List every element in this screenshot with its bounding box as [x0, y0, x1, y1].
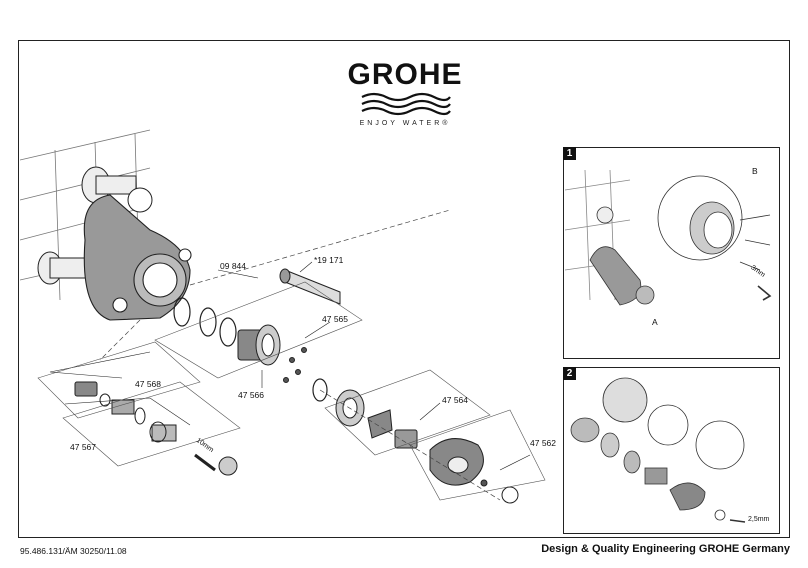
part-label-19171: *19 171 [314, 255, 344, 265]
handle-knob [429, 438, 519, 504]
inset-2-panel: 2 [563, 367, 780, 534]
part-label-47567: 47 567 [70, 442, 96, 452]
part-label-47564: 47 564 [442, 395, 468, 405]
part-label-47562: 47 562 [530, 438, 556, 448]
valve-housing [83, 194, 192, 321]
inset-1-label-b: B [752, 166, 758, 176]
part-group-outlines [37, 281, 546, 501]
part-label-47565: 47 565 [322, 314, 348, 324]
cartridge-assembly [237, 324, 307, 383]
logo-wordmark: GROHE [347, 58, 463, 91]
seal-rings [173, 297, 328, 402]
thermostat-parts [74, 381, 238, 476]
inset-1-number: 1 [563, 147, 576, 160]
grohe-logo: GROHE ENJOY WATER® [340, 58, 470, 128]
inset-1-panel: 1 [563, 147, 780, 359]
inset-2-tool-label: 2,5mm [748, 516, 770, 523]
logo-tagline: ENJOY WATER® [359, 120, 451, 127]
leader-lines [49, 261, 531, 471]
extension-rod [279, 268, 341, 305]
part-label-47568: 47 568 [135, 379, 161, 389]
part-label-47566: 47 566 [238, 390, 264, 400]
company-credit: Design & Quality Engineering GROHE Germa… [541, 543, 790, 555]
handle-adapter-parts [335, 389, 418, 449]
inset-1-label-a: A [652, 317, 658, 327]
supply-pipes [37, 166, 153, 285]
document-number: 95.486.131/ÄM 30250/11.08 [20, 546, 127, 556]
drawing-frame [18, 40, 790, 538]
logo-waves [361, 92, 451, 116]
inset-2-number: 2 [563, 367, 576, 380]
part-label-09844: 09 844 [220, 261, 246, 271]
